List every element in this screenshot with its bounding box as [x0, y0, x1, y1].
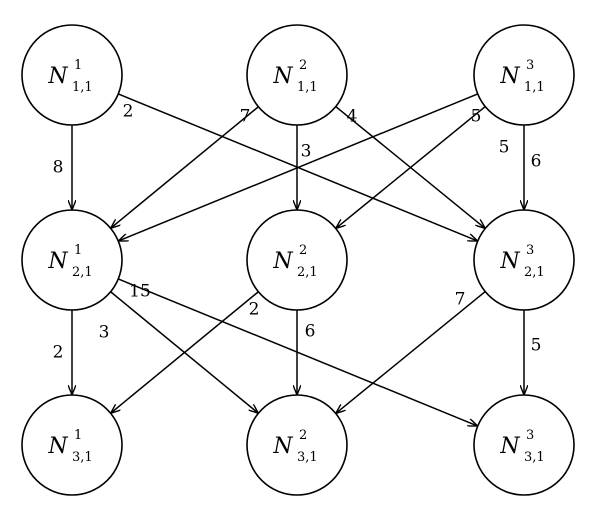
- node-superscript: 1: [74, 428, 82, 443]
- edge-arrow: [337, 106, 486, 228]
- edge-n13-n21: [119, 93, 479, 241]
- edge-n22-n31: [111, 291, 259, 413]
- node-superscript: 3: [526, 58, 534, 73]
- edge-weight-label: 7: [455, 290, 466, 310]
- node-superscript: 2: [299, 58, 307, 73]
- edge-n13-n22: [337, 106, 486, 228]
- node-symbol: N: [47, 64, 68, 89]
- node-symbol: N: [47, 249, 68, 274]
- edge-n23-n32: [337, 291, 486, 413]
- node-superscript: 3: [526, 243, 534, 258]
- edge-weight-label: 5: [499, 138, 510, 158]
- node-subscript: 3,1: [72, 450, 93, 465]
- edge-arrow: [337, 291, 486, 413]
- node-circle: [473, 394, 575, 496]
- node-symbol: N: [272, 434, 293, 459]
- node-subscript: 2,1: [524, 265, 545, 280]
- node-circle: [21, 209, 123, 311]
- node-subscript: 3,1: [524, 450, 545, 465]
- node-symbol: N: [499, 249, 520, 274]
- node-circle: [21, 24, 123, 126]
- edge-weight-label: 7: [240, 107, 251, 127]
- edge-arrow: [119, 93, 479, 241]
- edge-weight-label: 3: [301, 142, 312, 162]
- node-superscript: 2: [299, 243, 307, 258]
- node-circle: [246, 24, 348, 126]
- node-symbol: N: [272, 64, 293, 89]
- edge-weight-label: 6: [531, 152, 542, 172]
- node-superscript: 3: [526, 428, 534, 443]
- node-symbol: N: [499, 434, 520, 459]
- edge-n12-n21: [111, 106, 259, 228]
- node-circle: [473, 209, 575, 311]
- node-subscript: 2,1: [297, 265, 318, 280]
- node-symbol: N: [47, 434, 68, 459]
- edge-weight-label: 2: [53, 343, 64, 363]
- node-subscript: 3,1: [297, 450, 318, 465]
- node-subscript: 2,1: [72, 265, 93, 280]
- node-subscript: 1,1: [297, 80, 318, 95]
- node-circle: [473, 24, 575, 126]
- node-circle: [246, 209, 348, 311]
- edge-weight-label: 4: [347, 107, 358, 127]
- node-symbol: N: [499, 64, 520, 89]
- node-subscript: 1,1: [72, 80, 93, 95]
- node-circle: [246, 394, 348, 496]
- node-superscript: 2: [299, 428, 307, 443]
- node-circle: [21, 394, 123, 496]
- edge-arrow: [111, 291, 259, 413]
- edge-weight-label: 8: [53, 158, 64, 178]
- node-subscript: 1,1: [524, 80, 545, 95]
- edge-arrow: [111, 106, 259, 228]
- edge-weight-label: 2: [123, 102, 134, 122]
- edge-weight-label: 6: [305, 322, 316, 342]
- edge-weight-label: 3: [99, 323, 110, 343]
- edge-weight-label: 5: [471, 107, 482, 127]
- edge-weight-label: 5: [531, 336, 542, 356]
- edges-layer: [72, 93, 524, 426]
- edge-weight-label: 15: [129, 282, 151, 302]
- node-superscript: 1: [74, 58, 82, 73]
- edge-weight-label: 2: [249, 300, 260, 320]
- node-superscript: 1: [74, 243, 82, 258]
- node-symbol: N: [272, 249, 293, 274]
